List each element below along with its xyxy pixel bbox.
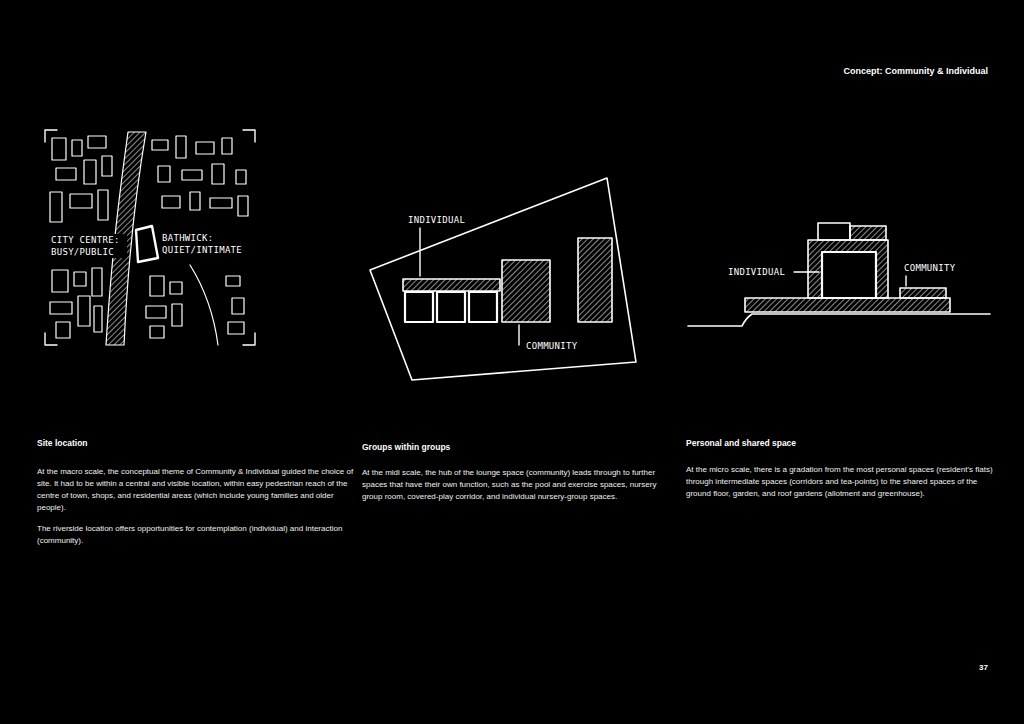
map-label: CITY CENTRE: BUSY/PUBLIC xyxy=(49,234,127,258)
column-heading: Groups within groups xyxy=(362,442,450,452)
body-text: At the macro scale, the conceptual theme… xyxy=(37,466,355,514)
section-sketch xyxy=(688,223,990,326)
page-number: 37 xyxy=(979,663,988,672)
page-title: Concept: Community & Individual xyxy=(843,66,988,76)
map-label: BATHWICK: QUIET/INTIMATE xyxy=(160,232,250,256)
body-text: At the midi scale, the hub of the lounge… xyxy=(362,467,674,503)
sketch-label: INDIVIDUAL xyxy=(726,266,787,278)
sketch-label: COMMUNITY xyxy=(902,262,957,274)
column-heading: Site location xyxy=(37,438,88,448)
column-heading: Personal and shared space xyxy=(686,438,796,448)
body-text: The riverside location offers opportunit… xyxy=(37,523,355,547)
groups-sketch xyxy=(370,178,636,380)
sketch-label: INDIVIDUAL xyxy=(406,214,467,226)
sketch-label: COMMUNITY xyxy=(524,340,579,352)
body-text: At the micro scale, there is a gradation… xyxy=(686,464,998,500)
site-map xyxy=(45,130,255,345)
